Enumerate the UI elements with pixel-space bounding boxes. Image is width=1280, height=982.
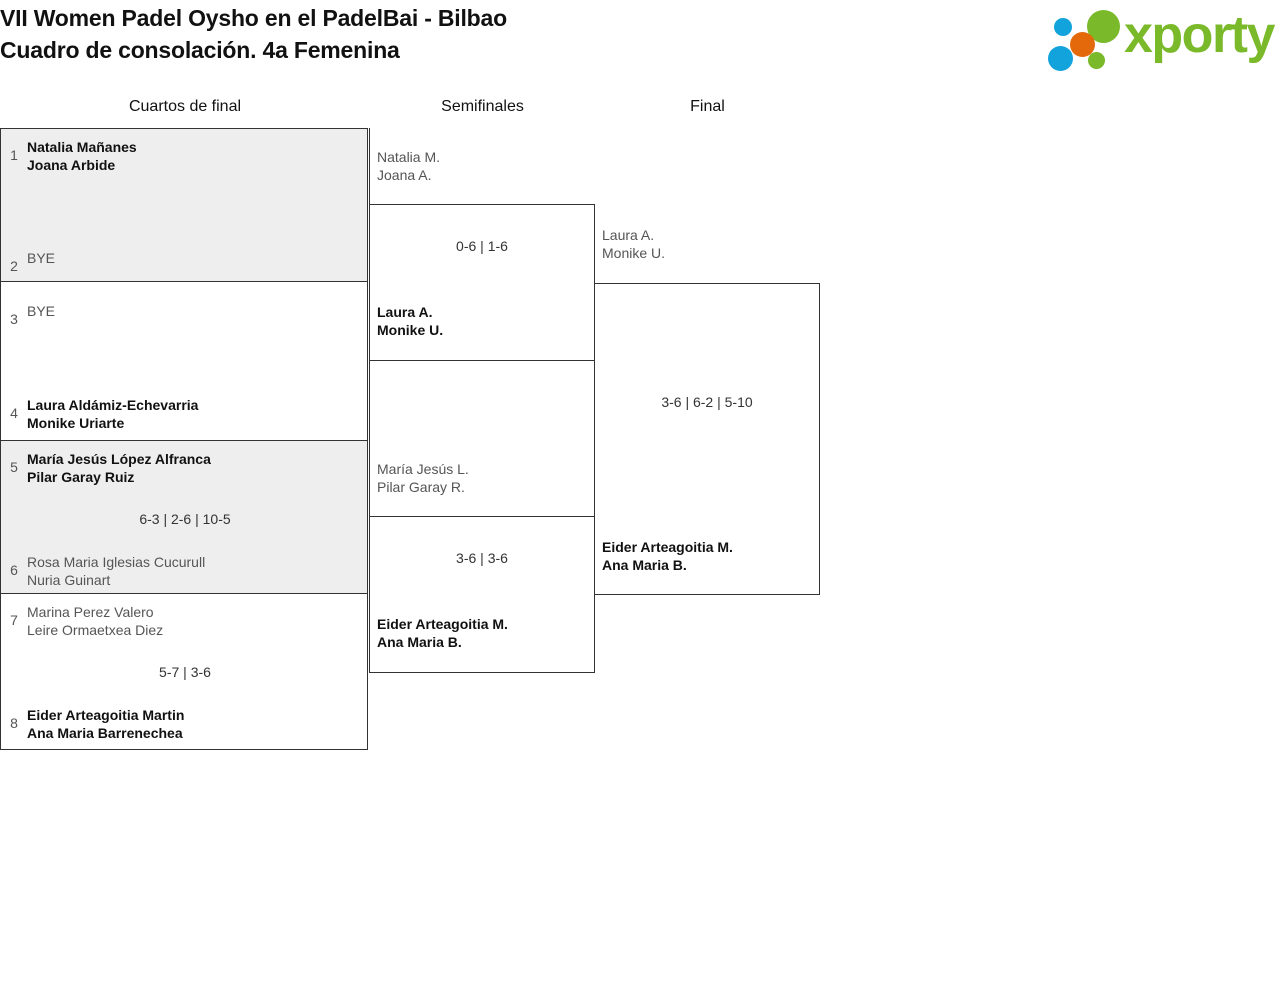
qf3-bottom-names: Rosa Maria Iglesias Cucurull Nuria Guina… [27,552,369,589]
qf2-team-bottom[interactable]: 4 Laura Aldámiz-Echevarria Monike Uriart… [1,395,369,432]
final-upper-connector [594,204,595,283]
player-name: Ana Maria Barrenechea [27,725,183,741]
player-name: Monike U. [602,245,666,261]
page-header: VII Women Padel Oysho en el PadelBai - B… [0,0,1280,92]
tournament-title: VII Women Padel Oysho en el PadelBai - B… [0,2,900,66]
qf2-bottom-seed: 4 [10,405,18,421]
final-lower-connector [594,595,595,673]
player-name: Natalia M. [377,149,441,165]
semifinal-1-team-top[interactable]: Natalia M. Joana A. [377,148,587,184]
semifinal-2-team-bottom[interactable]: Eider Arteagoitia M. Ana Maria B. [377,615,589,651]
title-line-1: VII Women Padel Oysho en el PadelBai - B… [0,5,507,31]
player-name: Monike Uriarte [27,415,125,431]
quarterfinal-match-1[interactable]: 1 Natalia Mañanes Joana Arbide 2 BYE [0,128,368,282]
qf3-team-bottom[interactable]: 6 Rosa Maria Iglesias Cucurull Nuria Gui… [1,552,369,589]
player-name: Pilar Garay Ruiz [27,469,135,485]
final-team-top[interactable]: Laura A. Monike U. [602,226,814,262]
title-line-2: Cuadro de consolación. 4a Femenina [0,37,400,63]
qf4-top-seed: 7 [10,612,18,628]
semifinal-1-score: 0-6 | 1-6 [456,238,508,254]
player-name: Ana Maria B. [602,557,687,573]
qf3-top-names: María Jesús López Alfranca Pilar Garay R… [27,449,369,486]
qf1-team-top[interactable]: 1 Natalia Mañanes Joana Arbide [1,137,369,174]
final-team-bottom[interactable]: Eider Arteagoitia M. Ana Maria B. [602,538,814,574]
quarterfinal-match-4[interactable]: 7 Marina Perez Valero Leire Ormaetxea Di… [0,593,368,750]
logo-dots-icon [1046,8,1138,71]
qf4-bottom-seed: 8 [10,715,18,731]
semifinal-match-2[interactable]: 3-6 | 3-6 Eider Arteagoitia M. Ana Maria… [369,516,595,673]
player-name: Joana Arbide [27,157,116,173]
player-name: Laura Aldámiz-Echevarria [27,397,199,413]
qf1-bottom-seed: 2 [10,258,18,274]
player-name: Joana A. [377,167,432,183]
quarterfinal-match-3[interactable]: 5 María Jesús López Alfranca Pilar Garay… [0,440,368,594]
player-name: María Jesús López Alfranca [27,451,211,467]
qf1-team-bottom[interactable]: 2 BYE [1,248,369,275]
qf2-team-top[interactable]: 3 BYE [1,301,369,328]
logo-wordmark: xporty [1124,6,1275,64]
player-name: Laura A. [377,304,433,320]
player-name: Eider Arteagoitia M. [377,616,508,632]
semifinal-match-1[interactable]: 0-6 | 1-6 Laura A. Monike U. [369,204,595,361]
final-match[interactable]: 3-6 | 6-2 | 5-10 Eider Arteagoitia M. An… [594,283,820,595]
player-name: BYE [27,303,56,319]
semifinal-1-team-bottom[interactable]: Laura A. Monike U. [377,303,589,339]
logo-dot-blue-small-icon [1054,18,1072,36]
qf4-team-top[interactable]: 7 Marina Perez Valero Leire Ormaetxea Di… [1,602,369,639]
player-name: Laura A. [602,227,655,243]
qf3-score: 6-3 | 2-6 | 10-5 [139,511,231,527]
qf1-top-seed: 1 [10,147,18,163]
player-name: Eider Arteagoitia M. [602,539,733,555]
qf4-score: 5-7 | 3-6 [159,664,211,680]
tournament-bracket: 1 Natalia Mañanes Joana Arbide 2 BYE 3 B… [0,128,830,758]
qf3-team-top[interactable]: 5 María Jesús López Alfranca Pilar Garay… [1,449,369,486]
round-header-semifinals: Semifinales [441,98,524,115]
final-score: 3-6 | 6-2 | 5-10 [661,394,753,410]
semifinal-1-lower-connector [369,361,370,516]
qf4-team-bottom[interactable]: 8 Eider Arteagoitia Martin Ana Maria Bar… [1,705,369,742]
qf1-bottom-names: BYE [27,248,369,267]
player-name: Eider Arteagoitia Martin [27,707,185,723]
qf2-bottom-names: Laura Aldámiz-Echevarria Monike Uriarte [27,395,369,432]
semifinal-2-score: 3-6 | 3-6 [456,550,508,566]
qf3-bottom-seed: 6 [10,562,18,578]
player-name: BYE [27,250,56,266]
semifinal-2-team-top[interactable]: María Jesús L. Pilar Garay R. [377,460,587,496]
round-header-quarterfinals: Cuartos de final [128,98,242,115]
qf2-top-names: BYE [27,301,369,320]
round-header-final: Final [690,98,725,115]
player-name: Rosa Maria Iglesias Cucurull [27,554,206,570]
player-name: Pilar Garay R. [377,479,465,495]
player-name: Nuria Guinart [27,572,111,588]
qf4-top-names: Marina Perez Valero Leire Ormaetxea Diez [27,602,369,639]
player-name: Natalia Mañanes [27,139,137,155]
player-name: Marina Perez Valero [27,604,154,620]
qf2-top-seed: 3 [10,311,18,327]
qf4-bottom-names: Eider Arteagoitia Martin Ana Maria Barre… [27,705,369,742]
semifinal-1-upper-connector [369,128,370,205]
player-name: Leire Ormaetxea Diez [27,622,164,638]
player-name: María Jesús L. [377,461,469,477]
player-name: Monike U. [377,322,444,338]
quarterfinal-match-2[interactable]: 3 BYE 4 Laura Aldámiz-Echevarria Monike … [0,281,368,441]
qf3-top-seed: 5 [10,459,18,475]
xporty-logo[interactable]: xporty [1046,6,1276,71]
logo-dot-blue-large-icon [1048,46,1073,71]
qf1-top-names: Natalia Mañanes Joana Arbide [27,137,369,174]
logo-dot-green-small-icon [1088,52,1105,69]
player-name: Ana Maria B. [377,634,462,650]
